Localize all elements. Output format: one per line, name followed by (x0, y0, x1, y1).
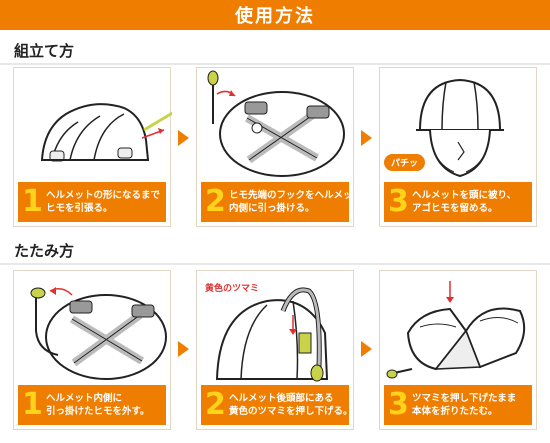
step-text: ツマミを押し下げたまま 本体を折りたたむ。 (412, 392, 516, 418)
step-text-line1: ツマミを押し下げたまま (412, 393, 517, 404)
step-text-line1: ヘルメット内側に (46, 393, 123, 404)
step-text-line2: アゴヒモを留める。 (412, 203, 498, 214)
step-text: ヒモ先端のフックをヘルメット 内側に引っ掛ける。 (229, 189, 362, 215)
snap-callout: パチッ (384, 154, 426, 171)
step-caption: 3 ツマミを押し下げたまま 本体を折りたたむ。 (384, 385, 532, 425)
step-number: 3 (388, 184, 409, 219)
step-text: ヘルメット後頭部にある 黄色のツマミを押し下げる。 (229, 392, 353, 418)
next-arrow-icon (361, 341, 372, 357)
helmet-folded-illustration (386, 281, 526, 379)
folding-step-3-card: 3 ツマミを押し下げたまま 本体を折りたたむ。 (379, 270, 537, 430)
next-arrow-icon (361, 130, 372, 146)
helmet-unhook-illustration (30, 287, 167, 380)
step-text-line2: 黄色のツマミを押し下げる。 (229, 406, 353, 417)
step-caption: 3 ヘルメットを頭に被り、 アゴヒモを留める。 (384, 182, 532, 222)
step-text-line1: ヘルメットの形になるまで (46, 190, 161, 201)
step-text-line2: ヒモを引張る。 (46, 203, 113, 214)
step-number: 3 (388, 387, 409, 422)
helmet-hook-illustration (207, 70, 345, 177)
step-caption: 1 ヘルメット内側に 引っ掛けたヒモを外す。 (18, 385, 166, 425)
helmet-unfolded-illustration (40, 103, 172, 162)
step-number: 1 (22, 184, 43, 219)
step-text-line2: 引っ掛けたヒモを外す。 (46, 406, 150, 417)
step-number: 1 (22, 387, 43, 422)
assembly-step-1-card: 1 ヘルメットの形になるまで ヒモを引張る。 (13, 67, 172, 227)
step-text-line2: 本体を折りたたむ。 (412, 406, 498, 417)
step-text: ヘルメットの形になるまで ヒモを引張る。 (46, 189, 160, 215)
step-text: ヘルメットを頭に被り、 アゴヒモを留める。 (412, 189, 516, 215)
step-text-line1: ヒモ先端のフックをヘルメット (229, 190, 363, 201)
assembly-step-2-card: 2 ヒモ先端のフックをヘルメット 内側に引っ掛ける。 (196, 67, 362, 227)
step-text-line2: 内側に引っ掛ける。 (229, 203, 315, 214)
section-title-assembly: 組立て方 (14, 42, 75, 60)
next-arrow-icon (178, 130, 189, 146)
section-title-folding: たたみ方 (14, 242, 75, 260)
helmet-worn-illustration (416, 78, 504, 178)
step-number: 2 (205, 387, 226, 422)
step-number: 2 (205, 184, 226, 219)
step-text-line1: ヘルメットを頭に被り、 (412, 190, 517, 201)
step-caption: 1 ヘルメットの形になるまで ヒモを引張る。 (18, 182, 166, 222)
step-caption: 2 ヘルメット後頭部にある 黄色のツマミを押し下げる。 (201, 385, 353, 425)
step-caption: 2 ヒモ先端のフックをヘルメット 内側に引っ掛ける。 (201, 182, 362, 222)
helmet-knob-illustration (215, 287, 329, 382)
yellow-knob-callout: 黄色のツマミ (205, 284, 260, 294)
folding-step-2-card: 黄色のツマミ 2 ヘルメット後頭部にある 黄色のツマミを押し下げる。 (196, 270, 354, 430)
step-text: ヘルメット内側に 引っ掛けたヒモを外す。 (46, 392, 150, 418)
page-title: 使用方法 (235, 6, 315, 27)
next-arrow-icon (178, 341, 189, 357)
page-banner: 使用方法 (0, 0, 550, 30)
folding-step-1-card: 1 ヘルメット内側に 引っ掛けたヒモを外す。 (13, 270, 171, 430)
assembly-step-3-card: パチッ 3 ヘルメットを頭に被り、 アゴヒモを留める。 (379, 67, 537, 227)
section-divider (0, 263, 550, 265)
step-text-line1: ヘルメット後頭部にある (229, 393, 334, 404)
section-divider (0, 63, 550, 65)
